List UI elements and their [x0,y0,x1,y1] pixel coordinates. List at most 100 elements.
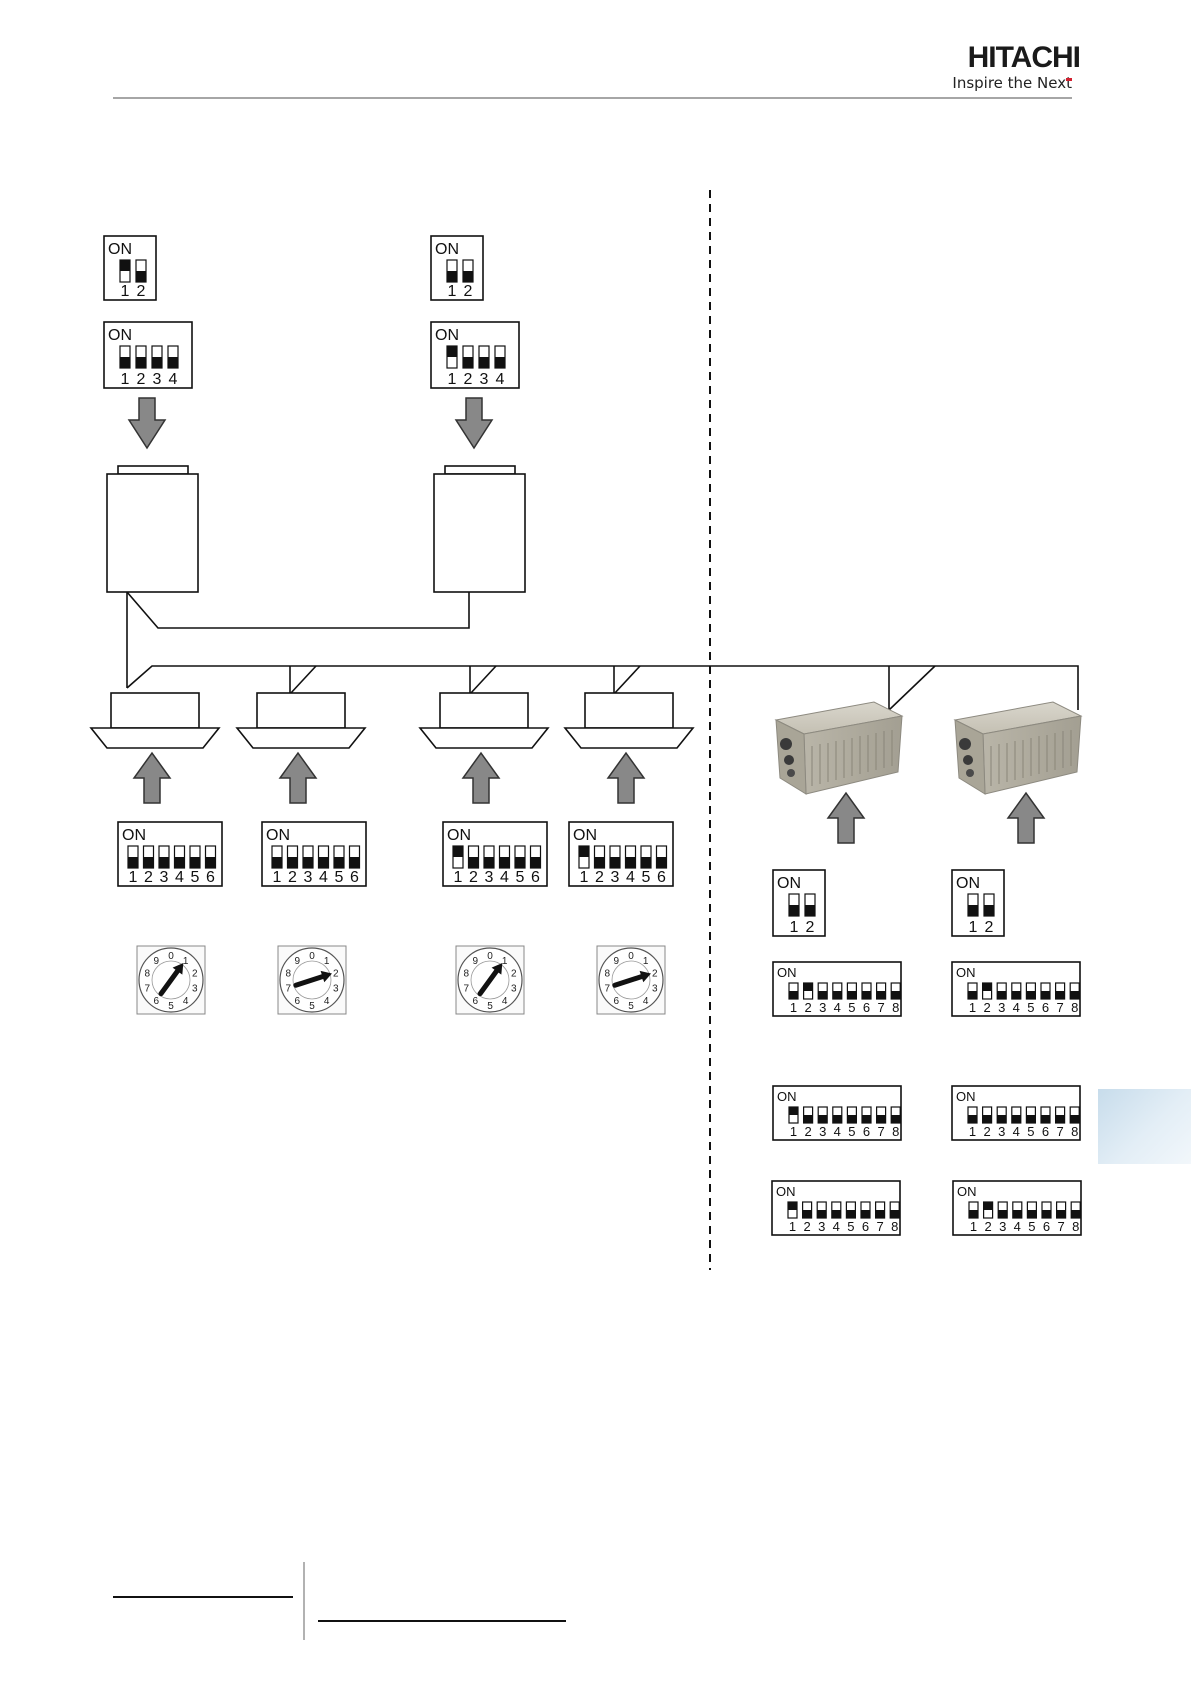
dip-switch-position-label: 2 [984,1219,991,1234]
dip-switch-position-label: 1 [969,1000,976,1015]
dip-switch-lever-off [495,357,505,368]
dip-switch-position-label: 1 [789,1219,796,1234]
dip-switch-lever-off [468,857,479,868]
dip-switch-position-label: 3 [153,371,162,388]
dip-switch-position-label: 1 [129,869,138,886]
dip-switch-position-label: 2 [469,869,478,886]
dip-switch-position-label: 3 [999,1219,1006,1234]
dip-switch-position-label: 3 [485,869,494,886]
dip-switch-lever-off [789,905,799,916]
dip-switch-lever-off [969,1210,978,1218]
dip-switch-on-label: ON [956,965,976,980]
rotary-switch-digit: 3 [652,984,658,995]
dip-switch-position-label: 4 [169,371,178,388]
dip-switch-position-label: 3 [998,1124,1005,1139]
dip-switch-lever-off [997,991,1007,999]
dip-switch-lever-off [272,857,282,868]
rotary-switch-digit: 6 [154,996,160,1007]
dip-switch-lever-off [463,357,473,368]
dip-switch-lever-off [447,271,457,282]
dip-switch-frame [568,821,674,887]
dip-switch-position-label: 6 [862,1219,869,1234]
dip-switch-lever-off [832,991,842,999]
rotary-switch-digit: 4 [643,996,649,1007]
dip-switch-position-label: 2 [595,869,604,886]
dip-switch-lever-off [891,1115,901,1123]
dip-switch-lever-off [1026,991,1036,999]
dip-switch-lever-off [1012,1210,1022,1218]
arrow-down-icon [127,397,167,450]
dip-switch-lever-off [1041,991,1050,999]
arrow-up-icon [1006,791,1046,844]
dip-switch-on-label: ON [122,827,146,844]
dip-switch-lever-off [1070,1115,1080,1123]
dip-switch-position-label: 3 [818,1219,825,1234]
dip-switch-position-label: 4 [834,1124,841,1139]
dip-switch-position-label: 6 [863,1000,870,1015]
dip-switch-position-label: 1 [969,1124,976,1139]
dip-switch-position-label: 7 [1057,1219,1064,1234]
dip-switch-position-label: 8 [892,1124,899,1139]
dip-switch-position-label: 8 [1071,1124,1078,1139]
rotary-switch-digit: 6 [614,996,620,1007]
dip-switch-position-label: 4 [1013,1000,1020,1015]
dip-switch-position-label: 1 [454,869,463,886]
rotary-switch-digit: 2 [652,968,658,979]
rotary-switch-digit: 9 [154,956,160,967]
dip-switch-position-label: 1 [273,869,282,886]
dip-switch-lever-off [1055,1115,1065,1123]
dip-switch-lever-off [818,1115,828,1123]
dip-switch-lever-off [318,857,329,868]
dip-switch-on-label: ON [777,1089,797,1104]
dip-switch-lever-off [875,1210,885,1218]
dip-switch-lever-off [499,857,510,868]
rotary-switch-digit: 6 [473,996,479,1007]
dip-switch-lever-off [152,357,162,368]
rotary-switch-digit: 7 [604,984,610,995]
dip-switch-position-label: 1 [790,919,799,936]
dip-switch-position-label: 1 [121,283,130,300]
dip-switch-position-label: 6 [863,1124,870,1139]
dip-switch-position-label: 1 [121,371,130,388]
rotary-switch-inner-ring [292,960,332,1000]
rotary-switch-digit: 5 [168,1001,174,1012]
dip-switch-position-label: 4 [1013,1124,1020,1139]
rotary-switch-digit: 4 [324,996,330,1007]
dip-switch-lever-off [876,1115,886,1123]
dip-switch-lever-off [205,857,216,868]
dip-switch-lever-on [447,346,457,357]
dip-switch-position-label: 6 [350,869,359,886]
arrow-down-icon [454,397,494,450]
rotary-switch-digit: 3 [192,984,198,995]
dip-switch-position-label: 3 [304,869,313,886]
dip-switch-position-label: 2 [137,283,146,300]
brand-tagline: Inspire the Next [952,74,1072,92]
dip-switch-lever-off [876,991,886,999]
dip-switch-lever-off [1042,1210,1051,1218]
outdoor-unit-2 [433,465,526,593]
dip-switch-lever-off [1055,991,1065,999]
dip-switch-lever-off [1070,991,1080,999]
arrow-up-icon [132,751,172,804]
dip-switch-position-label: 1 [969,919,978,936]
rotary-switch-digit: 4 [183,996,189,1007]
rotary-switch-pointer [477,966,501,997]
dip-switch-lever-on [579,846,589,857]
dip-switch-position-label: 2 [804,1124,811,1139]
dip-switch-on-label: ON [956,1089,976,1104]
dip-switch-position-label: 7 [877,1000,884,1015]
dip-switch-position-label: 2 [803,1219,810,1234]
dip-switch-position-label: 5 [642,869,651,886]
dip-switch-position-label: 5 [848,1000,855,1015]
dip-switch-position-label: 1 [790,1000,797,1015]
indoor-unit-1 [89,692,221,749]
dip-switch-position-label: 2 [137,371,146,388]
